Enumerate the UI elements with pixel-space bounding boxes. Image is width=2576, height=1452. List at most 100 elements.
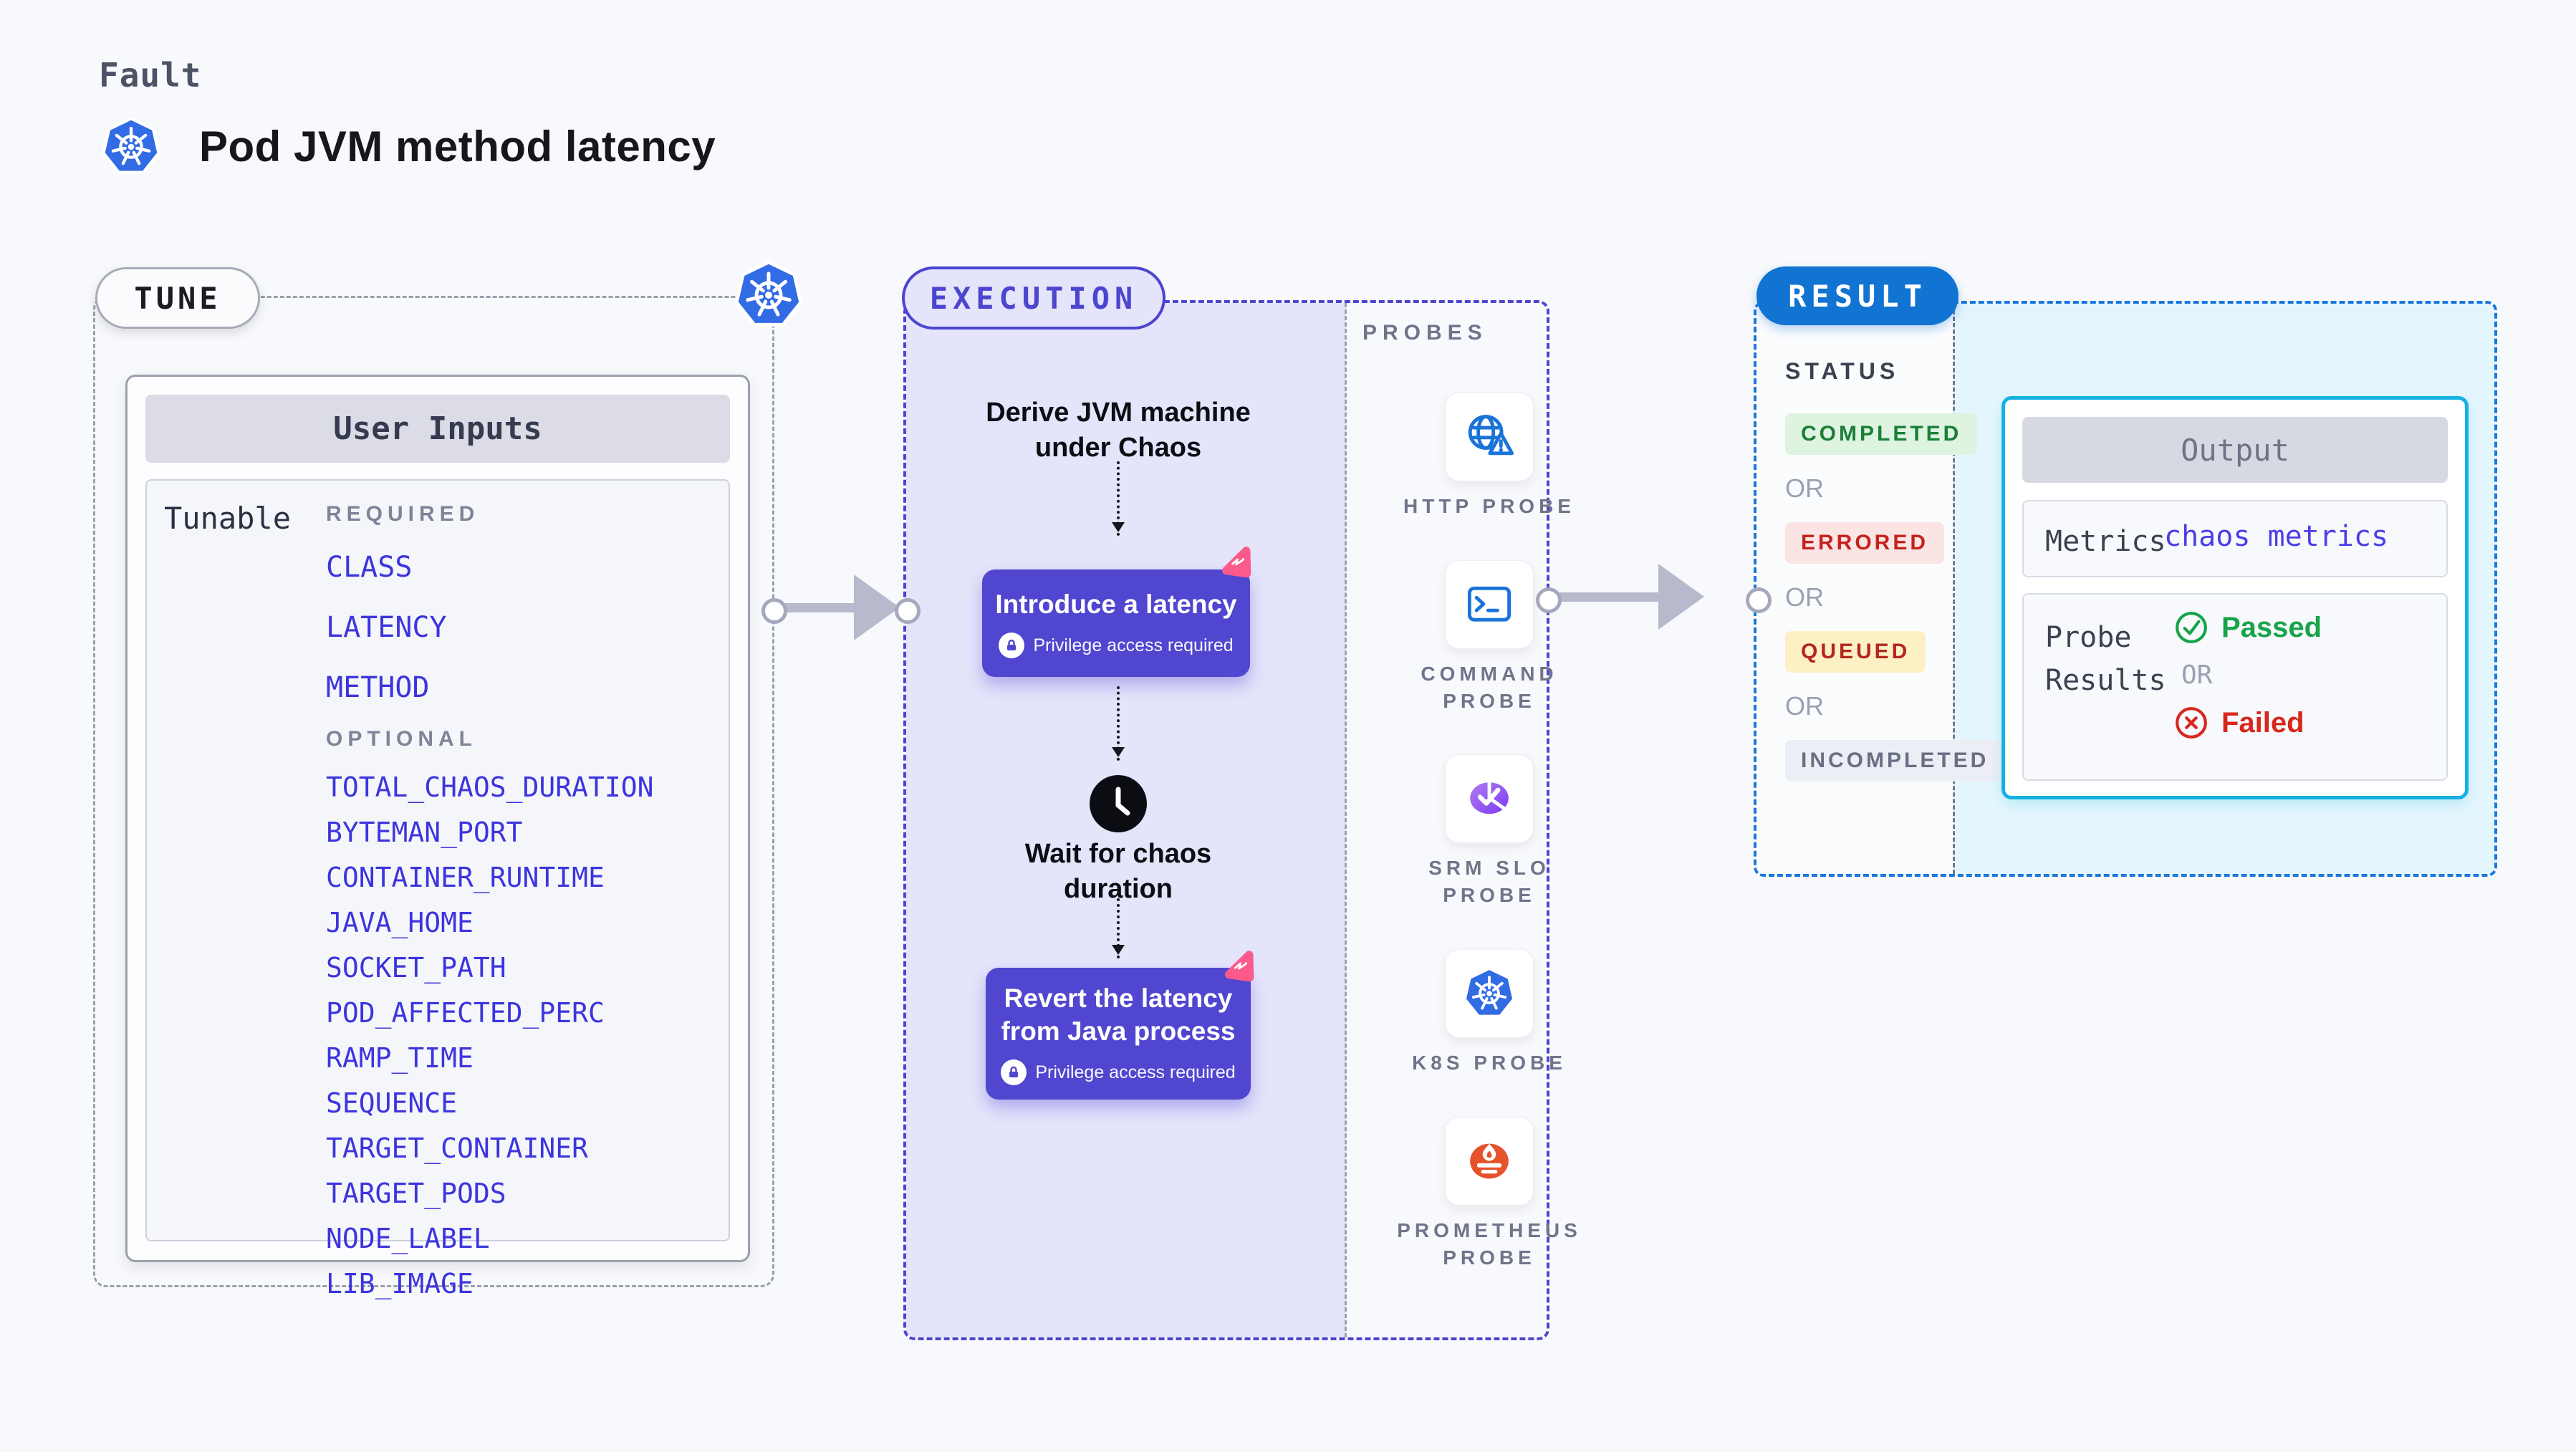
flow-arrow-down-icon xyxy=(1112,686,1125,761)
status-badge-completed: COMPLETED xyxy=(1785,413,1978,455)
flow-arrow-down-icon xyxy=(1112,898,1125,958)
tunable-row-label: Tunable xyxy=(164,501,292,536)
required-label: REQUIRED xyxy=(326,502,480,526)
failed-label: Failed xyxy=(2221,706,2305,739)
arrow-head-icon xyxy=(854,574,900,640)
optional-label: OPTIONAL xyxy=(326,727,477,751)
tunable-target-container: TARGET_CONTAINER xyxy=(326,1133,589,1164)
privilege-row: Privilege access required xyxy=(1001,1059,1236,1086)
privilege-label: Privilege access required xyxy=(1035,1062,1236,1082)
passed-label: Passed xyxy=(2221,611,2322,643)
probe-results-row: Probe Results Passed OR Faile xyxy=(2022,593,2448,781)
lock-icon xyxy=(999,633,1025,659)
status-badge-queued: QUEUED xyxy=(1785,631,1926,673)
tunable-method: METHOD xyxy=(326,671,430,704)
privilege-label: Privilege access required xyxy=(1033,635,1234,655)
tunable-total-chaos-duration: TOTAL_CHAOS_DURATION xyxy=(326,771,654,803)
execution-pill: EXECUTION xyxy=(902,266,1166,330)
execution-probes-divider xyxy=(1345,303,1347,1337)
probe-label: K8S PROBE xyxy=(1412,1051,1567,1074)
probes-label: PROBES xyxy=(1363,321,1488,345)
probe-results-values: Passed OR Failed xyxy=(2174,610,2322,740)
status-badge-errored: ERRORED xyxy=(1785,522,1945,564)
wait-chaos-line1: Wait for chaos xyxy=(1024,839,1212,869)
or-separator: OR xyxy=(1785,691,1824,721)
tunable-node-label: NODE_LABEL xyxy=(326,1223,490,1254)
tune-pill: TUNE xyxy=(95,267,260,329)
tunables-panel: Tunable REQUIRED CLASS LATENCY METHOD OP… xyxy=(145,479,730,1299)
globe-warning-icon xyxy=(1445,393,1534,481)
probe-label: HTTP PROBE xyxy=(1403,495,1575,517)
metrics-row: Metrics chaos metrics xyxy=(2022,500,2448,577)
arrow-head-icon xyxy=(1658,564,1704,630)
tune-section-box xyxy=(93,296,774,1287)
or-separator: OR xyxy=(1785,582,1824,612)
tunable-container-runtime: CONTAINER_RUNTIME xyxy=(326,862,605,893)
probe-label: COMMAND PROBE xyxy=(1421,662,1558,712)
probes-list: HTTP PROBE COMMAND PROBE xyxy=(1385,393,1593,1311)
status-list: STATUS COMPLETED OR ERRORED OR QUEUED OR… xyxy=(1785,358,2005,782)
privilege-row: Privilege access required xyxy=(999,633,1234,659)
execution-to-result-arrow xyxy=(1545,592,1660,602)
lock-icon xyxy=(1001,1059,1027,1086)
revert-latency-step: Revert the latency from Java process Pri… xyxy=(986,968,1251,1100)
probe-item-k8s: K8S PROBE xyxy=(1387,948,1592,1077)
output-title: Output xyxy=(2022,417,2448,483)
clock-icon xyxy=(1090,775,1147,832)
user-inputs-card: User Inputs Tunable REQUIRED CLASS LATEN… xyxy=(125,375,750,1299)
tunable-ramp-time: RAMP_TIME xyxy=(326,1042,474,1074)
kubernetes-icon xyxy=(1445,948,1534,1038)
tunable-latency: LATENCY xyxy=(326,611,447,644)
wait-chaos-step: Wait for chaos duration xyxy=(968,837,1269,908)
derive-jvm-step: Derive JVM machine under Chaos xyxy=(953,395,1283,466)
status-badge-incompleted: INCOMPLETED xyxy=(1785,740,2005,782)
metrics-value: chaos metrics xyxy=(2164,520,2389,553)
prometheus-flame-icon xyxy=(1445,1116,1534,1206)
tunables-list: REQUIRED CLASS LATENCY METHOD OPTIONAL T… xyxy=(326,502,727,1313)
tune-to-execution-arrow xyxy=(771,603,855,612)
tunable-sequence: SEQUENCE xyxy=(326,1087,458,1119)
result-pill: RESULT xyxy=(1756,266,1959,325)
or-separator: OR xyxy=(1785,473,1824,503)
probe-item-srm-slo: SRM SLO PROBE xyxy=(1387,754,1592,909)
check-circle-icon xyxy=(2176,612,2207,643)
connector-dot xyxy=(761,598,787,624)
probe-results-label: Probe Results xyxy=(2045,621,2166,697)
failed-row: Failed xyxy=(2174,706,2322,740)
tunable-pod-affected-perc: POD_AFFECTED_PERC xyxy=(326,997,605,1029)
probe-item-prometheus: PROMETHEUS PROBE xyxy=(1387,1116,1592,1271)
status-output-divider xyxy=(1953,304,1955,874)
tunable-target-pods: TARGET_PODS xyxy=(326,1178,506,1209)
output-card: Output Metrics chaos metrics Probe Resul… xyxy=(2001,396,2469,799)
introduce-latency-step: Introduce a latency Privilege access req… xyxy=(982,569,1250,677)
revert-latency-line2: from Java process xyxy=(1001,1016,1236,1046)
page-title: Pod JVM method latency xyxy=(199,122,716,170)
derive-jvm-line1: Derive JVM machine xyxy=(986,398,1251,428)
terminal-icon xyxy=(1445,559,1534,649)
connector-dot xyxy=(895,598,921,624)
probe-label: PROMETHEUS PROBE xyxy=(1397,1218,1582,1269)
metrics-label: Metrics xyxy=(2045,525,2166,558)
slo-pie-icon xyxy=(1445,754,1534,844)
status-label: STATUS xyxy=(1785,358,1900,384)
tunable-socket-path: SOCKET_PATH xyxy=(326,952,506,984)
derive-jvm-line2: under Chaos xyxy=(1034,433,1202,463)
probe-item-command: COMMAND PROBE xyxy=(1387,559,1592,715)
tunable-class: CLASS xyxy=(326,551,413,584)
revert-latency-line1: Revert the latency xyxy=(1004,983,1233,1013)
chaos-icon xyxy=(1221,947,1259,989)
or-separator: OR xyxy=(2181,660,2213,690)
tunable-java-home: JAVA_HOME xyxy=(326,907,474,938)
revert-latency-label: Revert the latency from Java process xyxy=(1001,982,1235,1049)
kubernetes-icon xyxy=(100,116,162,178)
passed-row: Passed xyxy=(2174,610,2322,645)
user-inputs-title: User Inputs xyxy=(145,395,730,463)
fault-eyebrow: Fault xyxy=(99,56,202,95)
x-circle-icon xyxy=(2176,707,2207,739)
probe-label: SRM SLO PROBE xyxy=(1428,857,1550,907)
connector-dot xyxy=(1536,587,1562,613)
probe-item-http: HTTP PROBE xyxy=(1387,393,1592,520)
connector-dot xyxy=(1746,587,1772,613)
tunable-lib-image: LIB_IMAGE xyxy=(326,1268,474,1299)
